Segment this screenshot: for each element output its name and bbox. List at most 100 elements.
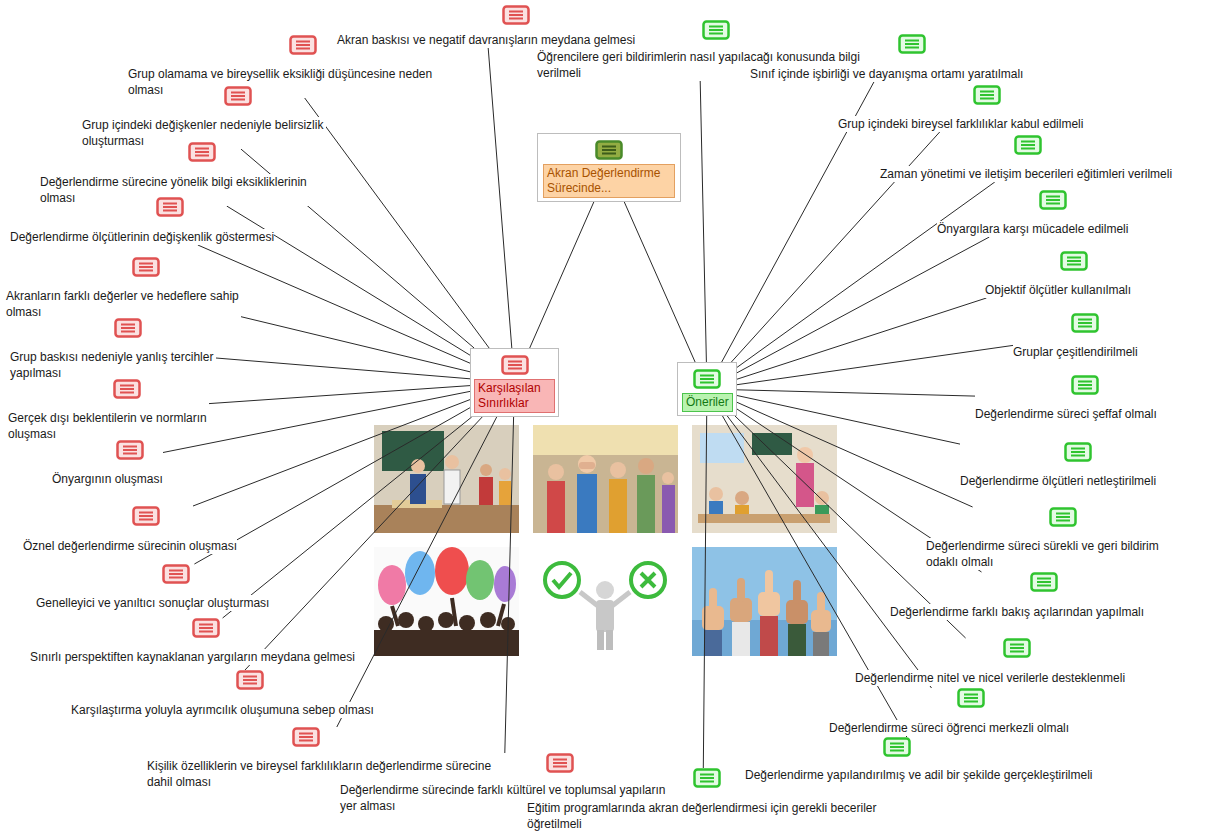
idea-node: Grup baskısı nedeniyle yanlış tercihler … bbox=[10, 318, 216, 381]
note-icon bbox=[162, 564, 190, 584]
idea-node: Sınıf içinde işbirliği ve dayanışma orta… bbox=[750, 34, 1024, 82]
thumb bbox=[793, 580, 801, 604]
note-icon-frame bbox=[134, 508, 159, 525]
connector-line bbox=[737, 237, 989, 373]
idea-icon bbox=[693, 768, 721, 788]
connector-line bbox=[209, 386, 470, 404]
idea-icon bbox=[973, 85, 1001, 105]
child-body bbox=[709, 501, 723, 515]
note-icon-lines bbox=[1078, 382, 1092, 389]
silhouette-head bbox=[418, 616, 434, 632]
idea-text: Değerlendirme farklı bakış açılarından y… bbox=[890, 604, 1144, 620]
photo-background bbox=[692, 425, 837, 533]
note-icon-lines bbox=[1071, 449, 1085, 456]
note-icon bbox=[132, 506, 160, 526]
speech-bubble bbox=[435, 547, 469, 595]
note-icon-frame bbox=[1016, 137, 1041, 154]
photo-background bbox=[533, 425, 678, 533]
child-body bbox=[662, 485, 675, 533]
idea-icon bbox=[162, 564, 190, 584]
note-icon-frame bbox=[291, 37, 316, 54]
child-head bbox=[815, 491, 829, 505]
note-icon-frame bbox=[1051, 509, 1076, 526]
idea-icon bbox=[113, 379, 141, 399]
note-icon-lines bbox=[964, 695, 978, 702]
note-icon bbox=[1071, 313, 1099, 333]
note-icon-frame bbox=[294, 729, 319, 746]
node-icon bbox=[501, 355, 529, 375]
note-icon bbox=[502, 5, 530, 25]
connector-line bbox=[727, 416, 931, 688]
note-icon-lines bbox=[602, 147, 616, 154]
idea-text: Grup baskısı nedeniyle yanlış tercihler … bbox=[10, 349, 216, 381]
idea-text: Karşılaştırma yoluyla ayrımcılık oluşumu… bbox=[71, 702, 374, 718]
note-icon-lines bbox=[195, 149, 209, 156]
photo-background bbox=[374, 547, 519, 656]
note-icon-frame bbox=[1073, 315, 1098, 332]
child-body bbox=[499, 481, 511, 505]
note-icon-lines bbox=[169, 571, 183, 578]
idea-node: Gerçek dışı beklentilerin ve normların o… bbox=[8, 379, 209, 442]
connector-line bbox=[723, 416, 907, 737]
note-icon-lines bbox=[120, 386, 134, 393]
child-head bbox=[638, 458, 654, 474]
idea-icon bbox=[898, 34, 926, 54]
thumb bbox=[709, 588, 717, 610]
child-head bbox=[548, 464, 564, 480]
photo-background bbox=[374, 425, 519, 533]
note-icon bbox=[289, 35, 317, 55]
figure-head bbox=[596, 581, 614, 599]
sleeve bbox=[813, 632, 829, 656]
idea-text: Önyargının oluşması bbox=[52, 471, 163, 487]
note-icon-lines bbox=[508, 362, 522, 369]
child-head bbox=[578, 455, 596, 473]
branch-box: Öneriler bbox=[677, 362, 737, 416]
silhouette-head bbox=[398, 612, 414, 628]
check-mark bbox=[553, 573, 571, 587]
note-icon-frame bbox=[238, 672, 263, 689]
note-icon-lines bbox=[700, 775, 714, 782]
note-icon-frame bbox=[118, 442, 143, 459]
note-icon bbox=[1049, 507, 1077, 527]
cross-mark bbox=[641, 573, 655, 587]
thumb bbox=[765, 570, 773, 596]
teacher-head bbox=[797, 447, 813, 463]
connector-line bbox=[488, 48, 512, 348]
branch-box: Karşılaşılan Sınırlıklar bbox=[470, 348, 559, 417]
idea-icon bbox=[132, 506, 160, 526]
note-icon-frame bbox=[1005, 640, 1030, 657]
idea-text: Objektif ölçütler kullanılmalı bbox=[985, 282, 1131, 298]
connector-line bbox=[737, 402, 973, 507]
note-icon-frame bbox=[975, 87, 1000, 104]
note-icon-frame bbox=[503, 357, 528, 374]
note-icon-lines bbox=[139, 513, 153, 520]
idea-icon bbox=[114, 318, 142, 338]
note-icon bbox=[1039, 190, 1067, 210]
idea-node: Değerlendirme ölçütlerinin değişkenlik g… bbox=[10, 197, 275, 245]
figure-leg bbox=[597, 630, 604, 650]
idea-node: Önyargılara karşı mücadele edilmeli bbox=[937, 190, 1129, 237]
note-icon-lines bbox=[980, 92, 994, 99]
note-icon bbox=[1014, 135, 1042, 155]
child-head bbox=[411, 459, 425, 473]
note-icon-frame bbox=[504, 7, 529, 24]
child-head bbox=[662, 472, 674, 484]
connector-line bbox=[216, 358, 470, 379]
connector-line bbox=[624, 202, 695, 362]
note-icon bbox=[292, 727, 320, 747]
idea-text: Değerlendirme yapılandırılmış ve adil bi… bbox=[745, 767, 1095, 783]
idea-node: Zaman yönetimi ve iletişim becerileri eğ… bbox=[880, 135, 1175, 182]
child-head bbox=[735, 491, 749, 505]
note-icon-lines bbox=[1046, 197, 1060, 204]
note-icon bbox=[224, 86, 252, 106]
silhouette-head bbox=[378, 616, 394, 632]
note-icon bbox=[1060, 251, 1088, 271]
node-label: Karşılaşılan Sınırlıklar bbox=[474, 379, 555, 413]
note-icon-frame bbox=[1041, 192, 1066, 209]
note-icon-frame bbox=[597, 142, 622, 159]
idea-text: Akranların farklı değerler ve hedeflere … bbox=[6, 288, 241, 320]
note-icon-frame bbox=[548, 755, 573, 772]
idea-node: Değerlendirme farklı bakış açılarından y… bbox=[890, 572, 1145, 620]
note-icon-lines bbox=[890, 744, 904, 751]
